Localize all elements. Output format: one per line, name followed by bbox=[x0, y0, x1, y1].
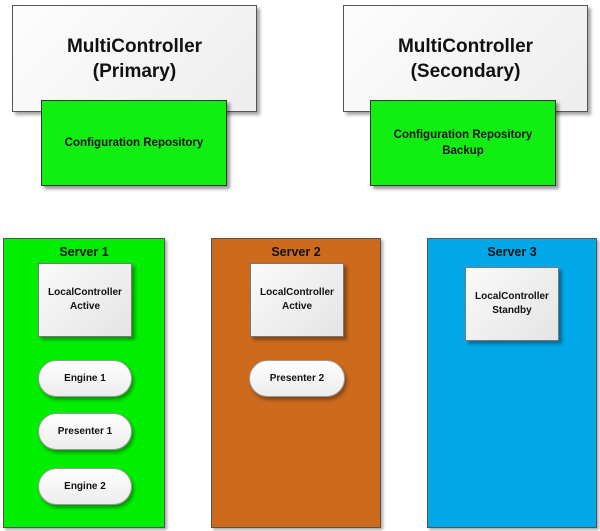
configuration-repository-backup-line1: Configuration Repository bbox=[393, 129, 533, 141]
configuration-repository: Configuration Repository bbox=[41, 100, 227, 186]
engine-1: Engine 1 bbox=[38, 360, 132, 397]
multicontroller-primary: MultiController (Primary) bbox=[12, 5, 257, 112]
engine-2-label: Engine 2 bbox=[64, 481, 106, 492]
server-3-lc-state: Standby bbox=[492, 305, 532, 316]
multicontroller-secondary-role: (Secondary) bbox=[410, 61, 521, 82]
configuration-repository-backup-line2: Backup bbox=[442, 145, 484, 157]
multicontroller-secondary: MultiController (Secondary) bbox=[343, 5, 588, 112]
presenter-2-label: Presenter 2 bbox=[269, 373, 325, 384]
configuration-repository-label: Configuration Repository bbox=[64, 137, 204, 149]
multicontroller-primary-name: MultiController bbox=[66, 36, 203, 57]
presenter-1: Presenter 1 bbox=[38, 413, 132, 450]
server-2: Server 2 LocalController Active Presente… bbox=[211, 238, 381, 528]
server-1-lc-state: Active bbox=[69, 301, 100, 312]
server-1-lc-name: LocalController bbox=[48, 287, 122, 298]
server-3-local-controller: LocalController Standby bbox=[465, 267, 559, 341]
server-1: Server 1 LocalController Active Engine 1… bbox=[3, 238, 165, 528]
multicontroller-secondary-name: MultiController bbox=[397, 36, 534, 57]
server-2-title: Server 2 bbox=[271, 245, 321, 259]
server-3: Server 3 LocalController Standby bbox=[427, 238, 597, 528]
presenter-1-label: Presenter 1 bbox=[57, 426, 113, 437]
server-2-lc-state: Active bbox=[281, 301, 312, 312]
server-2-local-controller: LocalController Active bbox=[250, 263, 344, 337]
engine-1-label: Engine 1 bbox=[64, 373, 106, 384]
server-2-lc-name: LocalController bbox=[260, 287, 334, 298]
server-3-title: Server 3 bbox=[487, 245, 537, 259]
server-1-title: Server 1 bbox=[59, 245, 109, 259]
presenter-2: Presenter 2 bbox=[249, 360, 345, 397]
engine-2: Engine 2 bbox=[38, 468, 132, 505]
server-1-local-controller: LocalController Active bbox=[38, 263, 132, 337]
multicontroller-primary-role: (Primary) bbox=[92, 61, 177, 82]
configuration-repository-backup: Configuration Repository Backup bbox=[370, 100, 556, 186]
server-3-lc-name: LocalController bbox=[475, 291, 549, 302]
